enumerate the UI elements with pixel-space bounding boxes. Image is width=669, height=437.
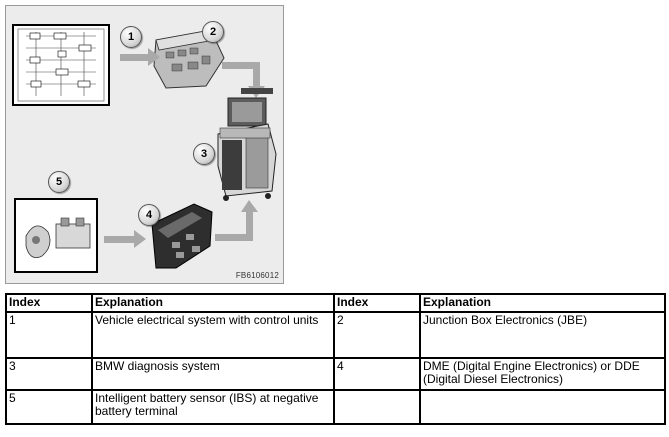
index-cell: 4 — [333, 357, 421, 391]
index-cell: 3 — [5, 357, 93, 391]
header-explanation: Explanation — [91, 293, 335, 313]
callout-3: 3 — [193, 143, 215, 165]
header-index: Index — [333, 293, 421, 313]
figure-code: FB6106012 — [235, 271, 279, 280]
header-index: Index — [5, 293, 93, 313]
index-cell — [333, 389, 421, 425]
arrow-wiring-to-jbe — [120, 48, 160, 66]
diagnosis-illustration — [12, 24, 277, 273]
diagnosis-figure: 1 2 3 4 5 FB6106012 — [5, 5, 284, 284]
battery-sensor-panel — [14, 198, 98, 273]
explanation-cell: Vehicle electrical system with control u… — [91, 311, 335, 359]
index-cell: 1 — [5, 311, 93, 359]
header-explanation: Explanation — [419, 293, 666, 313]
callout-2: 2 — [202, 21, 224, 43]
jbe-module — [153, 29, 225, 89]
callout-5: 5 — [48, 171, 70, 193]
explanation-cell: DME (Digital Engine Electronics) or DDE … — [419, 357, 666, 391]
table-row: 5 Intelligent battery sensor (IBS) at ne… — [5, 389, 666, 425]
index-cell: 2 — [333, 311, 421, 359]
callout-1: 1 — [120, 26, 142, 48]
arrow-sensor-to-dme — [104, 230, 146, 248]
arrow-dme-to-tester — [215, 200, 258, 241]
legend-table: Index Explanation Index Explanation 1 Ve… — [5, 293, 666, 425]
table-row: 1 Vehicle electrical system with control… — [5, 311, 666, 359]
index-cell: 5 — [5, 389, 93, 425]
explanation-cell: Intelligent battery sensor (IBS) at nega… — [91, 389, 335, 425]
callout-4: 4 — [138, 204, 160, 226]
legend-header-row: Index Explanation Index Explanation — [5, 293, 666, 313]
explanation-cell: Junction Box Electronics (JBE) — [419, 311, 666, 359]
table-row: 3 BMW diagnosis system 4 DME (Digital En… — [5, 357, 666, 391]
dme-module — [151, 203, 213, 269]
diagnosis-tester — [217, 88, 277, 201]
explanation-cell: BMW diagnosis system — [91, 357, 335, 391]
explanation-cell — [419, 389, 666, 425]
wiring-diagram — [12, 24, 110, 106]
